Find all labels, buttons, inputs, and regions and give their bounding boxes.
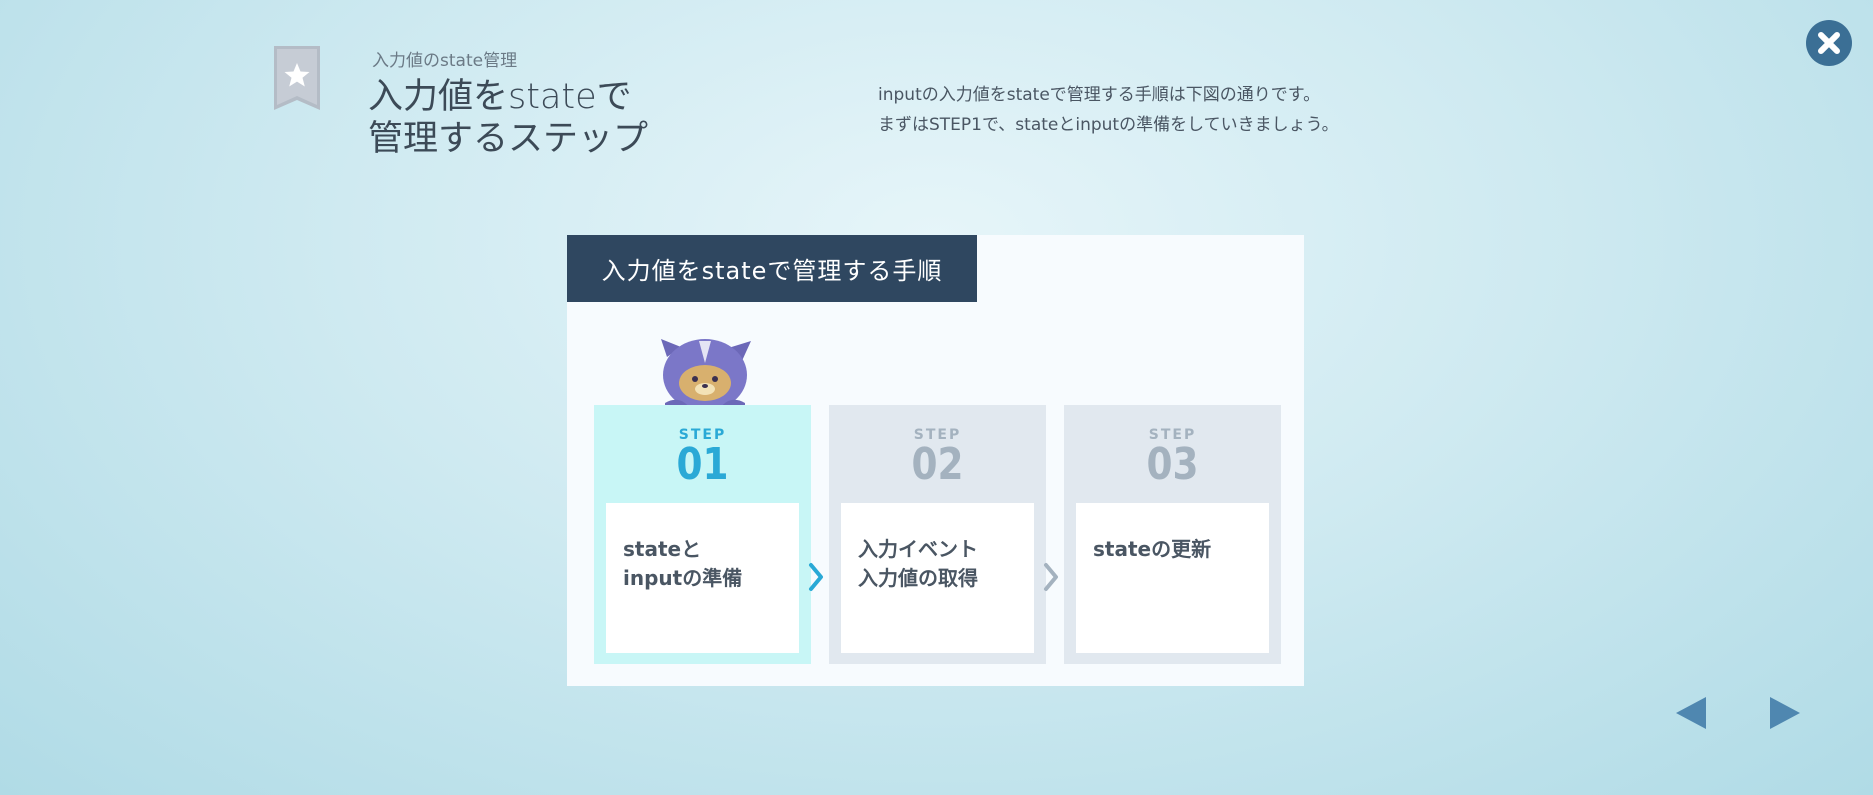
panel-heading: 入力値をstateで管理する手順 (567, 235, 977, 302)
step-content: stateと inputの準備 (606, 503, 799, 653)
page-title-line-1: 入力値をstateで (368, 77, 632, 117)
mascot-character (659, 333, 755, 415)
section-subtitle: 入力値のstate管理 (372, 51, 518, 71)
step-text-line: stateの更新 (1093, 537, 1212, 561)
step-text: stateの更新 (1093, 535, 1211, 564)
triangle-left-icon (1676, 697, 1706, 729)
prev-button[interactable] (1672, 693, 1712, 733)
page-title-line-2: 管理するステップ (368, 119, 649, 159)
close-icon (1818, 32, 1840, 54)
step-text-line: 入力値の取得 (858, 566, 978, 590)
step-text-line: 入力イベント (858, 537, 978, 561)
step-label: STEP (913, 427, 962, 443)
page-title: 入力値をstateで 管理するステップ (368, 76, 648, 160)
step-label: STEP (678, 427, 727, 443)
triangle-right-icon (1770, 697, 1800, 729)
step-text-line: stateと (623, 537, 702, 561)
next-button[interactable] (1764, 693, 1804, 733)
chevron-right-icon (1044, 563, 1058, 591)
step-card-3[interactable]: STEP 03 stateの更新 (1064, 405, 1281, 664)
description-line-1: inputの入力値をstateで管理する手順は下図の通りです。 (878, 85, 1321, 105)
close-button[interactable] (1806, 20, 1852, 66)
description-line-2: まずはSTEP1で、stateとinputの準備をしていきましょう。 (878, 115, 1339, 135)
step-content: stateの更新 (1076, 503, 1269, 653)
step-label: STEP (1148, 427, 1197, 443)
step-content: 入力イベント 入力値の取得 (841, 503, 1034, 653)
chevron-right-icon (809, 563, 823, 591)
description: inputの入力値をstateで管理する手順は下図の通りです。 まずはSTEP1… (878, 80, 1339, 140)
step-text: stateと inputの準備 (623, 535, 742, 593)
step-card-2[interactable]: STEP 02 入力イベント 入力値の取得 (829, 405, 1046, 664)
step-text: 入力イベント 入力値の取得 (858, 535, 978, 593)
step-text-line: inputの準備 (623, 566, 743, 590)
step-number: 02 (911, 439, 964, 490)
steps-panel: 入力値をstateで管理する手順 STEP 01 stateと inputの準備 (567, 235, 1304, 686)
step-card-1[interactable]: STEP 01 stateと inputの準備 (594, 405, 811, 664)
step-number: 03 (1146, 439, 1199, 490)
step-number: 01 (676, 439, 729, 490)
bookmark-star-icon[interactable] (274, 46, 320, 110)
